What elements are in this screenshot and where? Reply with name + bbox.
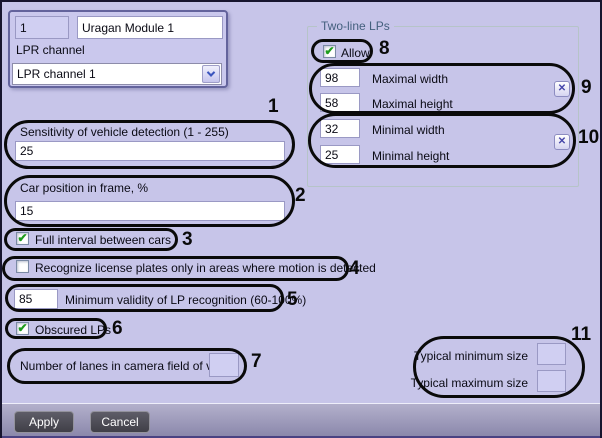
full-interval-label: Full interval between cars: [35, 233, 172, 247]
dropdown-arrow-button[interactable]: [202, 65, 220, 83]
apply-button[interactable]: Apply: [14, 411, 74, 433]
annotation-number-10: 10: [578, 127, 600, 148]
annotation-number-3: 3: [182, 229, 193, 250]
annotation-number-11: 11: [571, 324, 592, 345]
annotation-number-1: 1: [268, 96, 279, 117]
cancel-button[interactable]: Cancel: [90, 411, 150, 433]
lanes-input[interactable]: [209, 353, 239, 377]
annotation-number-8: 8: [379, 38, 390, 59]
typical-max-size-input[interactable]: [537, 370, 566, 392]
car-position-label: Car position in frame, %: [20, 181, 149, 195]
lanes-label: Number of lanes in camera field of view: [20, 359, 231, 373]
typical-max-size-label: Typical maximum size: [410, 376, 528, 390]
minimal-height-label: Minimal height: [372, 149, 450, 163]
allow-two-line-checkbox[interactable]: ✔: [323, 45, 336, 58]
check-icon: ✔: [17, 230, 28, 245]
motion-only-label: Recognize license plates only in areas w…: [35, 261, 376, 275]
motion-only-checkbox[interactable]: [16, 260, 29, 273]
annotation-number-9: 9: [581, 77, 592, 98]
allow-two-line-label: Allow: [341, 46, 370, 60]
two-line-lps-title: Two-line LPs: [317, 19, 394, 33]
annotation-number-7: 7: [251, 351, 262, 372]
lpr-channel-selected-value: LPR channel 1: [17, 67, 96, 81]
sensitivity-input[interactable]: [15, 141, 285, 161]
minimal-height-input[interactable]: [320, 145, 360, 164]
sensitivity-label: Sensitivity of vehicle detection (1 - 25…: [20, 125, 229, 139]
annotation-number-5: 5: [287, 289, 298, 310]
maximal-width-label: Maximal width: [372, 72, 449, 86]
minimal-width-input[interactable]: [320, 119, 360, 138]
chevron-down-icon: [206, 68, 216, 77]
maximal-height-label: Maximal height: [372, 97, 453, 111]
lpr-channel-label: LPR channel: [16, 43, 85, 57]
annotation-number-4: 4: [349, 258, 360, 279]
full-interval-checkbox[interactable]: ✔: [16, 232, 29, 245]
minimal-width-label: Minimal width: [372, 123, 445, 137]
close-icon: ✕: [557, 83, 567, 94]
module-name-field[interactable]: [77, 16, 223, 39]
annotation-number-6: 6: [112, 318, 123, 339]
annotation-number-2: 2: [295, 185, 306, 206]
typical-min-size-input[interactable]: [537, 343, 566, 365]
typical-min-size-label: Typical minimum size: [413, 349, 528, 363]
min-validity-input[interactable]: [14, 289, 58, 309]
car-position-input[interactable]: [15, 201, 285, 221]
clear-maximal-size-button[interactable]: ✕: [554, 81, 570, 97]
maximal-height-input[interactable]: [320, 93, 360, 112]
obscured-lps-label: Obscured LPs: [35, 323, 112, 337]
close-icon: ✕: [557, 136, 567, 147]
min-validity-label: Minimum validity of LP recognition (60-1…: [65, 293, 307, 307]
maximal-width-input[interactable]: [320, 68, 360, 87]
check-icon: ✔: [324, 43, 335, 58]
module-id-field[interactable]: [15, 16, 69, 39]
two-line-lps-group: [307, 26, 579, 187]
lpr-channel-select[interactable]: LPR channel 1: [12, 63, 222, 85]
obscured-lps-checkbox[interactable]: ✔: [16, 322, 29, 335]
check-icon: ✔: [17, 320, 28, 335]
clear-minimal-size-button[interactable]: ✕: [554, 134, 570, 150]
